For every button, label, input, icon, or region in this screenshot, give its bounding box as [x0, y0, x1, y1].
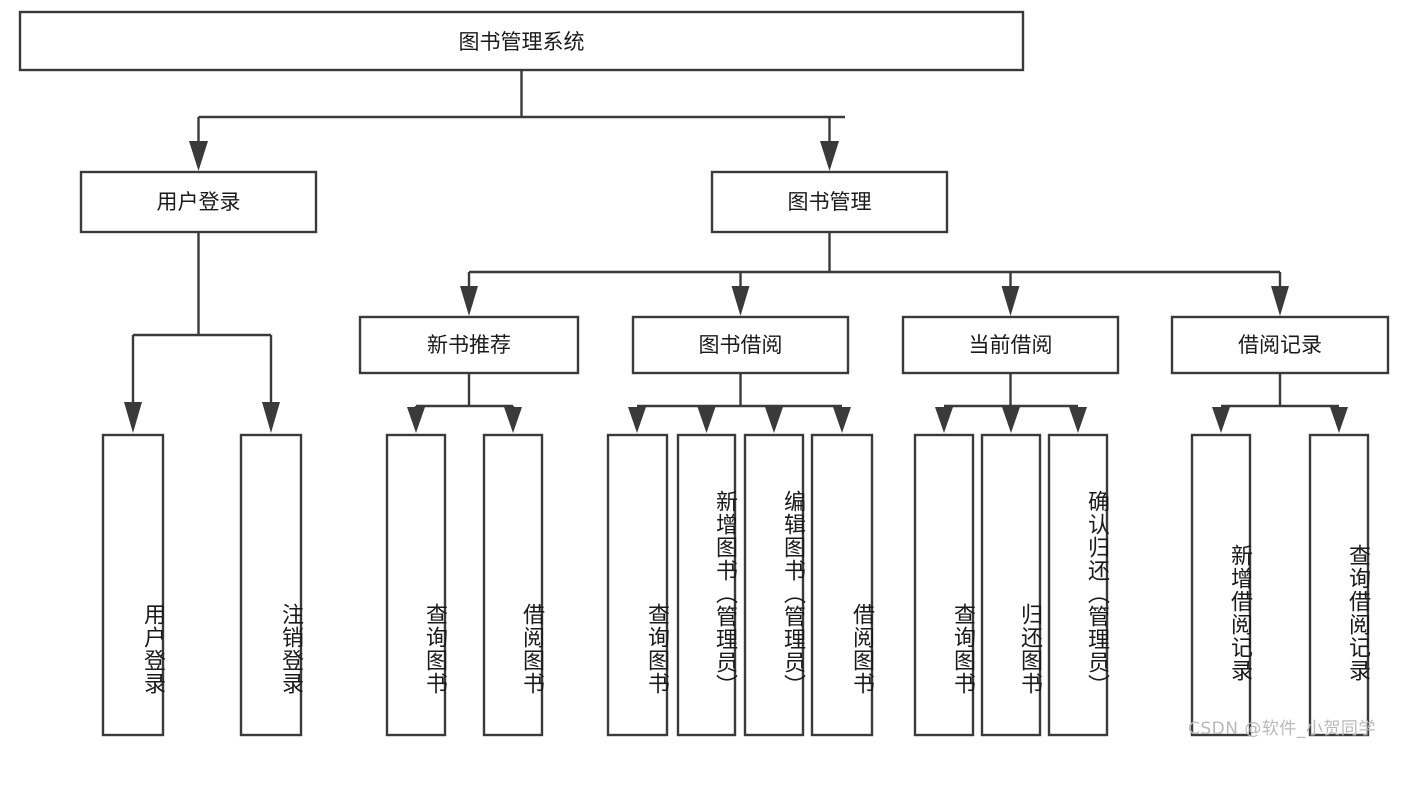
node-book-manage-label: 图书管理 [788, 190, 872, 214]
node-book-manage-box[interactable] [710, 170, 949, 234]
arrow-head-current-borrow [1001, 286, 1020, 316]
node-book-borrow-box[interactable] [631, 315, 850, 375]
arrow-head-new-book-rec [460, 286, 478, 316]
node-borrow-record-box[interactable] [1170, 315, 1390, 375]
connector-layer [124, 70, 1348, 433]
leaf-edit-book-box[interactable] [743, 433, 805, 737]
leaf-confirm-return-box[interactable] [1047, 433, 1109, 737]
arrow-head-borrow-record [1271, 286, 1289, 316]
arrow-head-leaf-edit-book [765, 407, 783, 433]
leaf-add-book-box[interactable] [676, 433, 737, 737]
arrow-head-user-login [189, 141, 208, 171]
node-new-book-rec-box[interactable] [358, 315, 580, 375]
arrow-head-leaf-confirm-return [1069, 407, 1087, 433]
arrow-head-book-manage [820, 141, 839, 171]
node-current-borrow-box[interactable] [901, 315, 1120, 375]
csdn-watermark: CSDN @软件_小贺同学 [1188, 719, 1376, 739]
leaf-return-book-box[interactable] [980, 433, 1042, 737]
arrow-head-leaf-add-record [1212, 407, 1230, 433]
leaf-borrow-book-b-box[interactable] [810, 433, 874, 737]
node-layer: 图书管理系统 用户登录 图书管理 新书推荐 图书借阅 当前借阅 借阅记录 [18, 10, 1390, 737]
arrow-head-leaf-return-book [1002, 407, 1020, 433]
arrow-head-leaf-query-book-rec [407, 407, 425, 433]
leaf-add-record-box[interactable] [1190, 433, 1252, 737]
node-root-box[interactable] [18, 10, 1025, 72]
arrow-head-leaf-query-book-c [935, 407, 953, 433]
leaf-query-book-rec-box[interactable] [385, 433, 447, 737]
arrow-head-book-borrow [731, 286, 750, 316]
node-current-borrow-label: 当前借阅 [969, 333, 1053, 357]
arrow-head-leaf-add-book [697, 407, 716, 433]
node-user-login-box[interactable] [79, 170, 318, 234]
node-new-book-rec-label: 新书推荐 [427, 333, 511, 357]
arrow-head-leaf-borrow-book-rec [504, 407, 522, 433]
node-user-login-label: 用户登录 [157, 190, 241, 214]
arrow-head-leaf-borrow-book-b [833, 407, 851, 433]
leaf-borrow-book-rec-box[interactable] [482, 433, 544, 737]
diagram-canvas: 图书管理系统 用户登录 图书管理 新书推荐 图书借阅 当前借阅 借阅记录 [18, 10, 1390, 739]
node-root-label: 图书管理系统 [459, 30, 585, 54]
leaf-query-book-c-box[interactable] [913, 433, 975, 737]
arrow-head-leaf-query-book-b [628, 407, 646, 433]
hierarchy-tree-svg: 图书管理系统 用户登录 图书管理 新书推荐 图书借阅 当前借阅 借阅记录 [18, 10, 1390, 737]
leaf-query-book-b-box[interactable] [606, 433, 669, 737]
node-borrow-record-label: 借阅记录 [1238, 333, 1322, 357]
leaf-user-logout-box[interactable] [239, 433, 303, 737]
arrow-head-leaf-query-record [1330, 407, 1348, 433]
arrow-head-leaf-user-logout [262, 402, 280, 433]
node-book-borrow-label: 图书借阅 [699, 333, 783, 357]
leaf-query-record-box[interactable] [1308, 433, 1370, 737]
arrow-head-leaf-user-login [124, 402, 142, 433]
leaf-user-login-box[interactable] [101, 433, 165, 737]
